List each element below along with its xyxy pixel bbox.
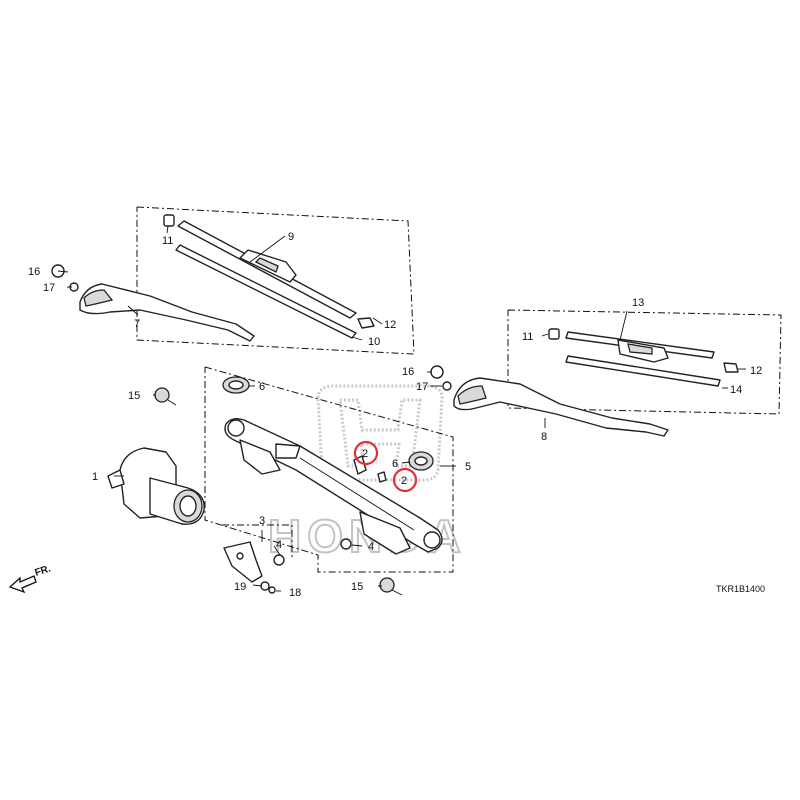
callout-1: 1: [92, 471, 98, 483]
right-wiper-blade: [548, 328, 739, 387]
callout-17-right: 17: [416, 381, 428, 393]
highlight-circle: [353, 440, 379, 466]
left-wiper-blade: [163, 214, 375, 339]
highlight-2-upper: 2: [353, 440, 379, 466]
callout-2-lower: 2: [401, 475, 407, 487]
callout-16-right: 16: [402, 366, 414, 378]
callout-11-left: 11: [162, 235, 173, 247]
callout-13: 13: [632, 297, 644, 309]
callout-2-upper: 2: [362, 448, 368, 460]
nut-4-left: [273, 554, 285, 566]
highlight-circle: [392, 467, 418, 493]
callout-12-right: 12: [750, 365, 762, 377]
callout-10: 10: [368, 336, 380, 348]
callout-7: 7: [134, 318, 140, 330]
highlight-2-lower: 2: [392, 467, 418, 493]
wiper-linkage: [224, 417, 443, 555]
bolt-15-bottom: [379, 577, 403, 596]
callout-15-bottom: 15: [351, 581, 363, 593]
callout-6-left: 6: [259, 381, 265, 393]
nut-4-center: [340, 538, 352, 550]
callout-11-right: 11: [522, 331, 533, 343]
wiper-motor: [107, 447, 205, 525]
callout-8: 8: [541, 431, 547, 443]
callout-9: 9: [288, 231, 294, 243]
callout-6-right: 6: [392, 458, 398, 470]
arrow-icon: [8, 575, 37, 594]
motor-bracket: [223, 541, 276, 594]
callout-19: 19: [234, 581, 246, 593]
callout-5: 5: [465, 461, 471, 473]
callout-14: 14: [730, 384, 742, 396]
callout-labels: 1 3 4 4 5 6 6 7 8 9 10 11 11 12 12 13 14…: [28, 231, 762, 599]
diagram-code: TKR1B1400: [716, 584, 765, 594]
callout-17-left: 17: [43, 282, 55, 294]
left-wiper-arm: [51, 264, 255, 342]
callout-3: 3: [259, 515, 265, 527]
leader-lines: [57, 225, 746, 592]
callout-16-left: 16: [28, 266, 40, 278]
front-direction-indicator: FR.: [8, 563, 53, 594]
callout-12-left: 12: [384, 319, 396, 331]
direction-label: FR.: [34, 563, 53, 579]
callout-4-center: 4: [368, 541, 374, 553]
callout-18: 18: [289, 587, 301, 599]
pivot-bolt-b: [377, 471, 387, 483]
right-wiper-arm: [430, 365, 669, 437]
callout-15-top: 15: [128, 390, 140, 402]
callout-4-left: 4: [276, 539, 282, 551]
bolt-15-top: [154, 387, 177, 406]
